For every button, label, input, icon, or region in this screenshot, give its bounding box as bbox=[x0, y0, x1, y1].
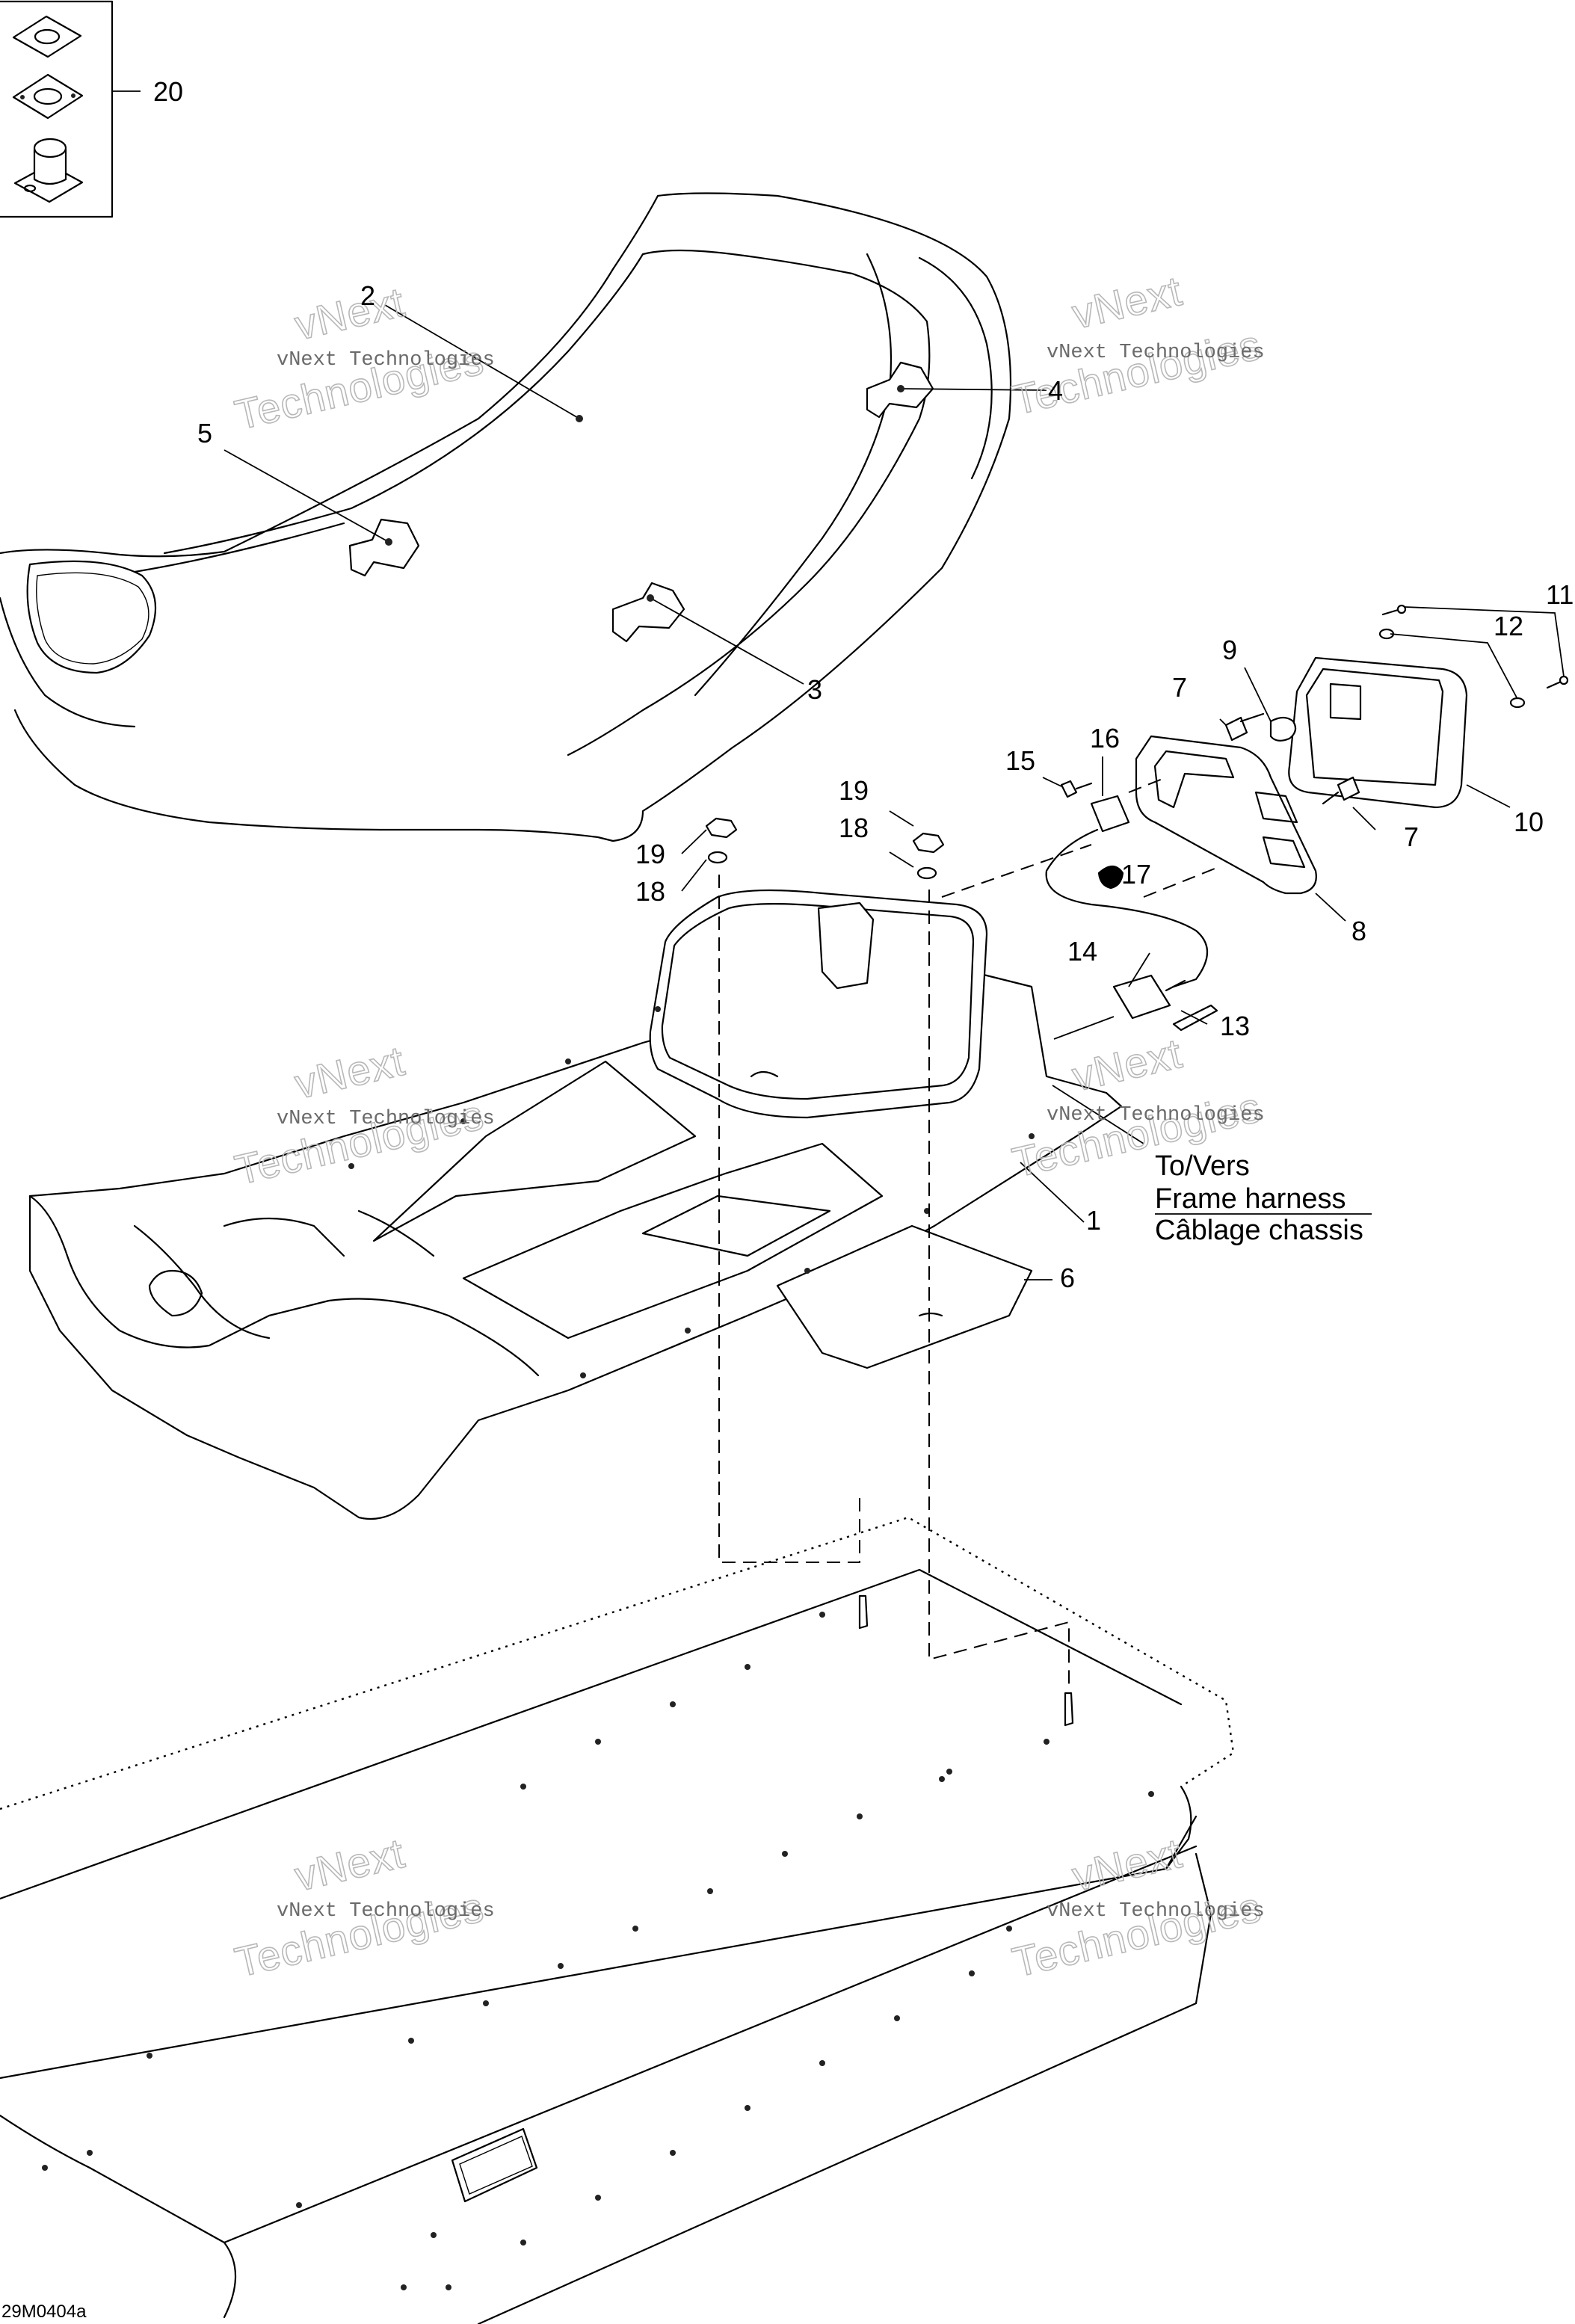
harness-note-line1: To/Vers bbox=[1155, 1150, 1250, 1182]
svg-text:vNext Technologies: vNext Technologies bbox=[1047, 1104, 1265, 1126]
svg-text:vNext Technologies: vNext Technologies bbox=[1047, 342, 1265, 364]
svg-text:vNext: vNext bbox=[291, 1829, 410, 1900]
callout-7a: 7 bbox=[1172, 672, 1187, 703]
callout-6: 6 bbox=[1060, 1263, 1075, 1293]
svg-text:vNext Technologies: vNext Technologies bbox=[277, 1900, 495, 1923]
seat-assembly bbox=[0, 192, 1012, 842]
callout-9: 9 bbox=[1222, 635, 1237, 665]
svg-text:vNext: vNext bbox=[1068, 267, 1187, 338]
svg-text:vNext: vNext bbox=[291, 1037, 410, 1108]
callout-2: 2 bbox=[360, 280, 375, 311]
callout-20: 20 bbox=[153, 76, 183, 107]
svg-text:vNext: vNext bbox=[1068, 1029, 1187, 1100]
watermark-2: Technologies vNext vNext Technologies bbox=[1008, 266, 1266, 424]
harness-note-line2: Frame harness bbox=[1155, 1183, 1346, 1215]
callout-8: 8 bbox=[1351, 916, 1366, 946]
assembly-dash-lines bbox=[718, 777, 1219, 1689]
callout-14: 14 bbox=[1067, 936, 1097, 967]
svg-text:vNext Technologies: vNext Technologies bbox=[277, 1108, 495, 1130]
callout-5: 5 bbox=[197, 418, 212, 449]
callout-3: 3 bbox=[807, 674, 822, 705]
callout-19a: 19 bbox=[839, 775, 869, 806]
callout-17: 17 bbox=[1121, 859, 1151, 890]
watermark-5: Technologies vNext vNext Technologies bbox=[230, 1828, 495, 1986]
seat-base-tray bbox=[28, 817, 1123, 1520]
callout-15: 15 bbox=[1005, 745, 1035, 776]
svg-text:vNext Technologies: vNext Technologies bbox=[1047, 1900, 1265, 1923]
callout-7b: 7 bbox=[1404, 822, 1419, 852]
callout-4: 4 bbox=[1048, 375, 1063, 406]
callout-13: 13 bbox=[1220, 1011, 1250, 1041]
inset-part-20 bbox=[0, 0, 141, 218]
callout-18b: 18 bbox=[635, 876, 665, 907]
callout-labels: 20 2 5 4 3 11 12 9 7 16 15 19 18 19 18 1… bbox=[153, 76, 1574, 1293]
watermark-6: Technologies vNext vNext Technologies bbox=[1008, 1828, 1266, 1986]
tail-light-assembly bbox=[1135, 604, 1569, 895]
frame-tunnel bbox=[0, 1516, 1235, 2324]
callout-11: 11 bbox=[1546, 579, 1574, 610]
svg-text:vNext: vNext bbox=[291, 278, 410, 349]
callout-10: 10 bbox=[1514, 807, 1544, 837]
harness-note-line3: Câblage chassis bbox=[1155, 1215, 1363, 1246]
callout-1: 1 bbox=[1086, 1205, 1101, 1236]
svg-text:Technologies: Technologies bbox=[231, 1883, 488, 1986]
callout-19b: 19 bbox=[635, 839, 665, 869]
callout-12: 12 bbox=[1494, 611, 1523, 641]
harness-note: To/Vers Frame harness Câblage chassis bbox=[1155, 1150, 1372, 1246]
svg-text:vNext: vNext bbox=[1068, 1829, 1187, 1900]
drawing-reference-code: 29M0404a bbox=[1, 2302, 87, 2322]
callout-leaders bbox=[224, 304, 1565, 1280]
callout-18a: 18 bbox=[839, 813, 869, 843]
svg-text:vNext Technologies: vNext Technologies bbox=[277, 349, 495, 372]
rivet-dots bbox=[42, 1612, 1154, 2290]
svg-text:Technologies: Technologies bbox=[1008, 1883, 1266, 1986]
callout-16: 16 bbox=[1090, 723, 1120, 753]
svg-text:Technologies: Technologies bbox=[1008, 321, 1266, 424]
